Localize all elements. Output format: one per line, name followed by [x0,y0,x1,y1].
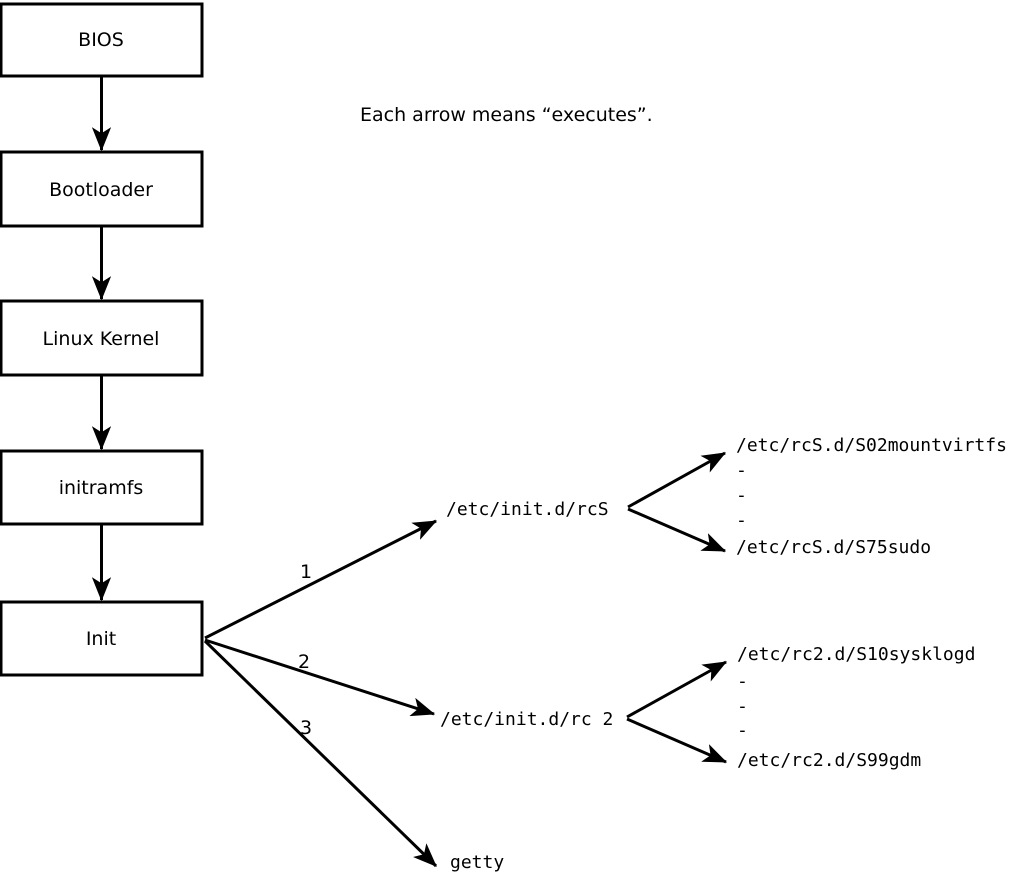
rcs-child-last: /etc/rcS.d/S75sudo [736,537,931,558]
note-text: Each arrow means “executes”. [360,104,653,126]
rcs-child-first: /etc/rcS.d/S02mountvirtfs [736,435,1007,456]
rcs-child-dash-2: - [736,485,747,506]
branch-1-number: 1 [300,561,312,583]
box-linux-kernel-label: Linux Kernel [43,328,160,350]
arrow-init-to-rc2 [204,638,436,717]
box-linux-kernel [0,299,204,377]
box-init [0,600,204,677]
arrow-init-to-rcs [204,519,438,640]
arrow-rcs-to-s75sudo [627,507,727,553]
rc2-child-dash-2: - [737,696,748,717]
branch-3-number: 3 [300,717,312,739]
box-init-label: Init [86,628,116,650]
arrow-rc2-to-s99gdm [626,717,728,764]
rc2-child-first: /etc/rc2.d/S10sysklogd [737,644,975,665]
arrow-rcs-to-s02mountvirtfs [627,451,727,509]
getty-label: getty [450,852,504,873]
branch-2-number: 2 [298,651,310,673]
box-initramfs-label: initramfs [59,477,144,499]
rc2-script-label: /etc/init.d/rc 2 [440,709,613,730]
box-bootloader-label: Bootloader [49,179,153,201]
rcs-child-dash-3: - [736,510,747,531]
arrow-rc2-to-s10sysklogd [626,660,728,719]
rcs-script-label: /etc/init.d/rcS [446,499,609,520]
box-initramfs [0,449,204,526]
rc2-child-last: /etc/rc2.d/S99gdm [737,750,921,771]
arrow-init-to-getty [203,639,438,868]
box-bootloader [0,150,204,228]
box-bios [0,2,204,78]
box-bios-label: BIOS [78,29,124,51]
rc2-child-dash-3: - [737,720,748,741]
rc2-child-dash-1: - [737,671,748,692]
rcs-child-dash-1: - [736,460,747,481]
